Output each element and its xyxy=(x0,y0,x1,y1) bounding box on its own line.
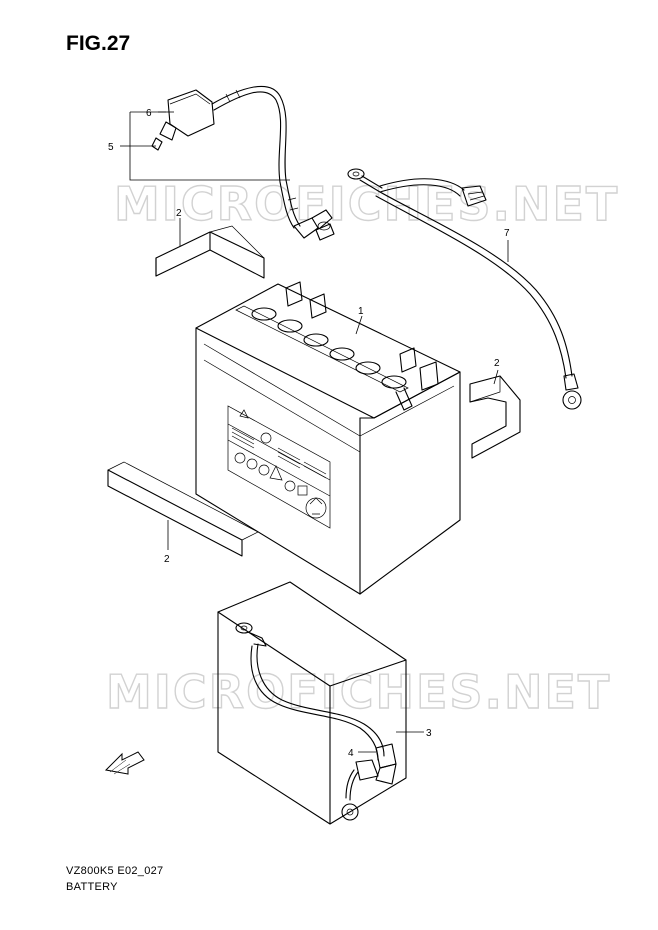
watermark-bottom: MICROFICHES.NET xyxy=(106,665,611,719)
pad-bottom xyxy=(107,461,259,557)
callout-2-right: 2 xyxy=(494,358,500,369)
callout-5: 5 xyxy=(108,142,114,153)
callout-6: 6 xyxy=(146,108,152,119)
callout-labels: 1 2 2 2 3 4 5 6 7 xyxy=(108,108,510,759)
negative-lead xyxy=(347,168,582,410)
pad-upper-left xyxy=(155,225,265,279)
figure-title: FIG.27 xyxy=(66,32,131,55)
battery-body xyxy=(195,281,461,595)
battery-case xyxy=(217,581,407,825)
positive-lead xyxy=(151,85,335,241)
callout-2-bottom: 2 xyxy=(164,554,170,565)
leader-lines xyxy=(120,111,509,753)
model-code: VZ800K5 E02_027 xyxy=(66,865,164,877)
fwd-arrow-icon xyxy=(104,751,145,775)
section-name: BATTERY xyxy=(66,881,118,893)
callout-3: 3 xyxy=(426,728,432,739)
callout-1: 1 xyxy=(358,306,364,317)
callout-7: 7 xyxy=(504,228,510,239)
callout-2-upper: 2 xyxy=(176,208,182,219)
callout-4: 4 xyxy=(348,748,354,759)
watermark-top: MICROFICHES.NET xyxy=(114,177,619,231)
pad-right xyxy=(469,375,521,459)
